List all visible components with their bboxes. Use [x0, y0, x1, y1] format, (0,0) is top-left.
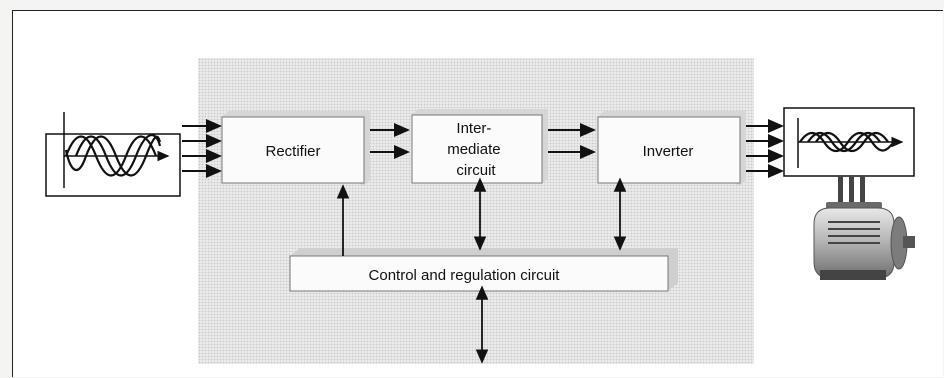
- input-phase-arrows: [182, 119, 222, 178]
- electric-motor-icon: [813, 176, 915, 280]
- intermediate-label-line-1: Inter-: [456, 120, 491, 137]
- rectifier-block: Rectifier: [221, 111, 370, 186]
- inverter-block: Inverter: [597, 111, 746, 186]
- dc-link-arrows-in: [370, 123, 410, 159]
- control-regulation-block: Control and regulation circuit: [289, 248, 678, 292]
- inverter-label: Inverter: [643, 143, 694, 160]
- intermediate-circuit-block: Inter- mediate circuit: [411, 109, 548, 184]
- control-connections: [336, 177, 627, 364]
- ac-sine-waveform-icon: [797, 118, 904, 168]
- input-waveform-box: [45, 112, 181, 197]
- output-phase-arrows: [746, 119, 784, 178]
- control-regulation-label: Control and regulation circuit: [369, 267, 561, 284]
- ac-sine-waveform-icon: [63, 112, 170, 188]
- intermediate-label-line-3: circuit: [456, 162, 496, 179]
- intermediate-label-line-2: mediate: [447, 141, 500, 158]
- rectifier-label: Rectifier: [265, 143, 320, 160]
- svg-text:Inter- mediate cir: Inter- mediate circuit: [447, 120, 505, 179]
- dc-link-arrows-out: [548, 123, 596, 159]
- output-waveform-box: [783, 107, 915, 177]
